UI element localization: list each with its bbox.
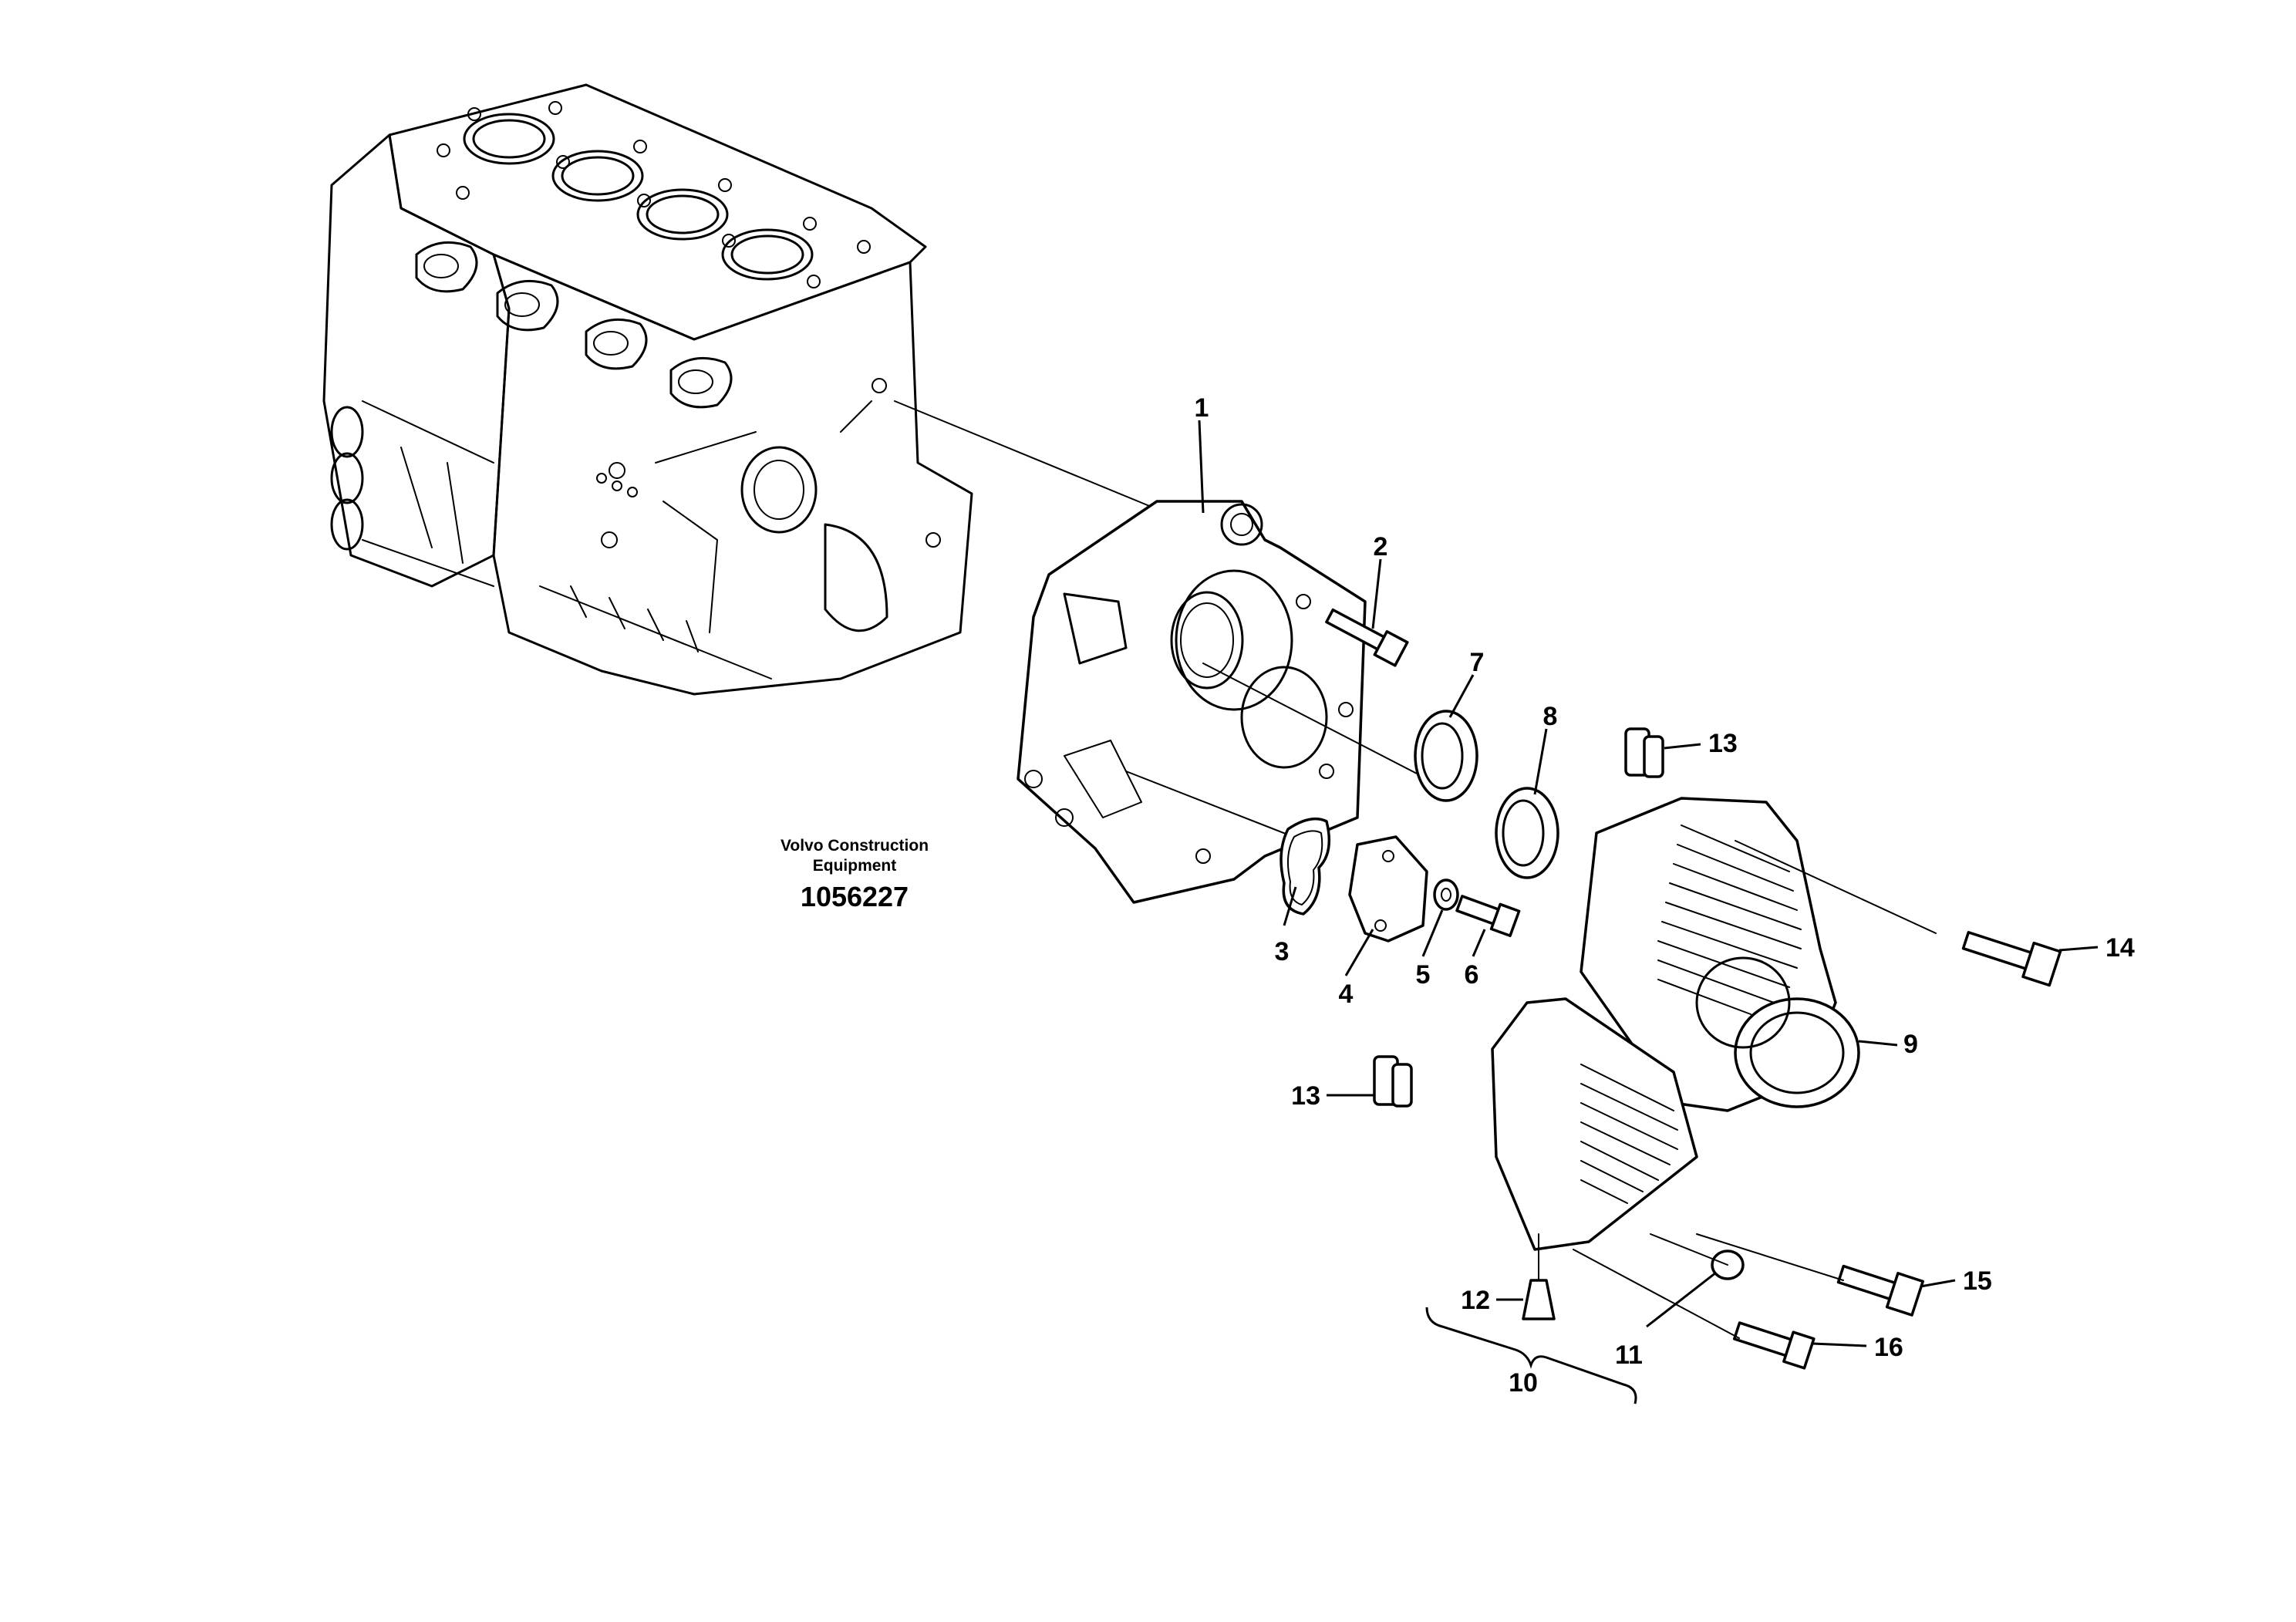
callout-2: 2 <box>1374 532 1388 561</box>
callout-14: 14 <box>2106 933 2135 963</box>
watermark-line-2: Equipment <box>813 857 897 875</box>
bolt-6 <box>1455 895 1521 938</box>
timing-cover-9 <box>1580 797 1860 1112</box>
callout-16: 16 <box>1874 1333 1903 1362</box>
cap-12 <box>1522 1279 1556 1320</box>
callout-13-top: 13 <box>1708 729 1738 758</box>
gasket-3 <box>1279 817 1331 916</box>
callout-11: 11 <box>1615 1340 1643 1370</box>
gasket-axis-line <box>1125 771 1304 841</box>
bolt-15 <box>1836 1264 1924 1317</box>
watermark-line-1: Volvo Construction <box>781 837 929 855</box>
cover-plate-4 <box>1348 835 1428 943</box>
callout-5: 5 <box>1416 960 1431 990</box>
alignment-line <box>894 400 1158 510</box>
callout-labels: 1 2 7 8 13 14 9 13 3 4 5 6 15 16 12 11 1… <box>1195 393 2135 1398</box>
callout-15: 15 <box>1963 1266 1992 1296</box>
callout-6: 6 <box>1465 960 1479 990</box>
callout-10: 10 <box>1509 1368 1538 1398</box>
callout-12: 12 <box>1461 1286 1490 1315</box>
sleeve-13-top <box>1624 727 1664 778</box>
manufacturer-watermark: Volvo Construction Equipment 1056227 <box>781 837 929 912</box>
seal-ring-8 <box>1495 787 1559 879</box>
drawing-number: 1056227 <box>801 881 909 912</box>
callout-8: 8 <box>1543 702 1558 731</box>
bolt-14 <box>1961 930 2062 987</box>
callout-4: 4 <box>1339 980 1354 1009</box>
bolt-16 <box>1732 1321 1816 1370</box>
seal-ring-7 <box>1414 710 1478 802</box>
callout-13-bottom: 13 <box>1291 1081 1320 1111</box>
timing-gear-housing <box>1017 500 1367 904</box>
sleeve-13-bottom <box>1373 1055 1413 1108</box>
callout-1: 1 <box>1195 393 1209 423</box>
shaft-axis-line <box>1202 663 1443 787</box>
lower-cover-10 <box>1491 997 1698 1251</box>
callout-3: 3 <box>1275 937 1290 966</box>
washer-5 <box>1433 878 1459 911</box>
bolt-axis-line <box>1735 840 1937 934</box>
callout-7: 7 <box>1470 648 1485 677</box>
hex-bolt-2 <box>1325 608 1409 667</box>
leader-lines <box>1198 420 2099 1404</box>
engine-block <box>322 83 973 696</box>
callout-9: 9 <box>1903 1030 1918 1059</box>
